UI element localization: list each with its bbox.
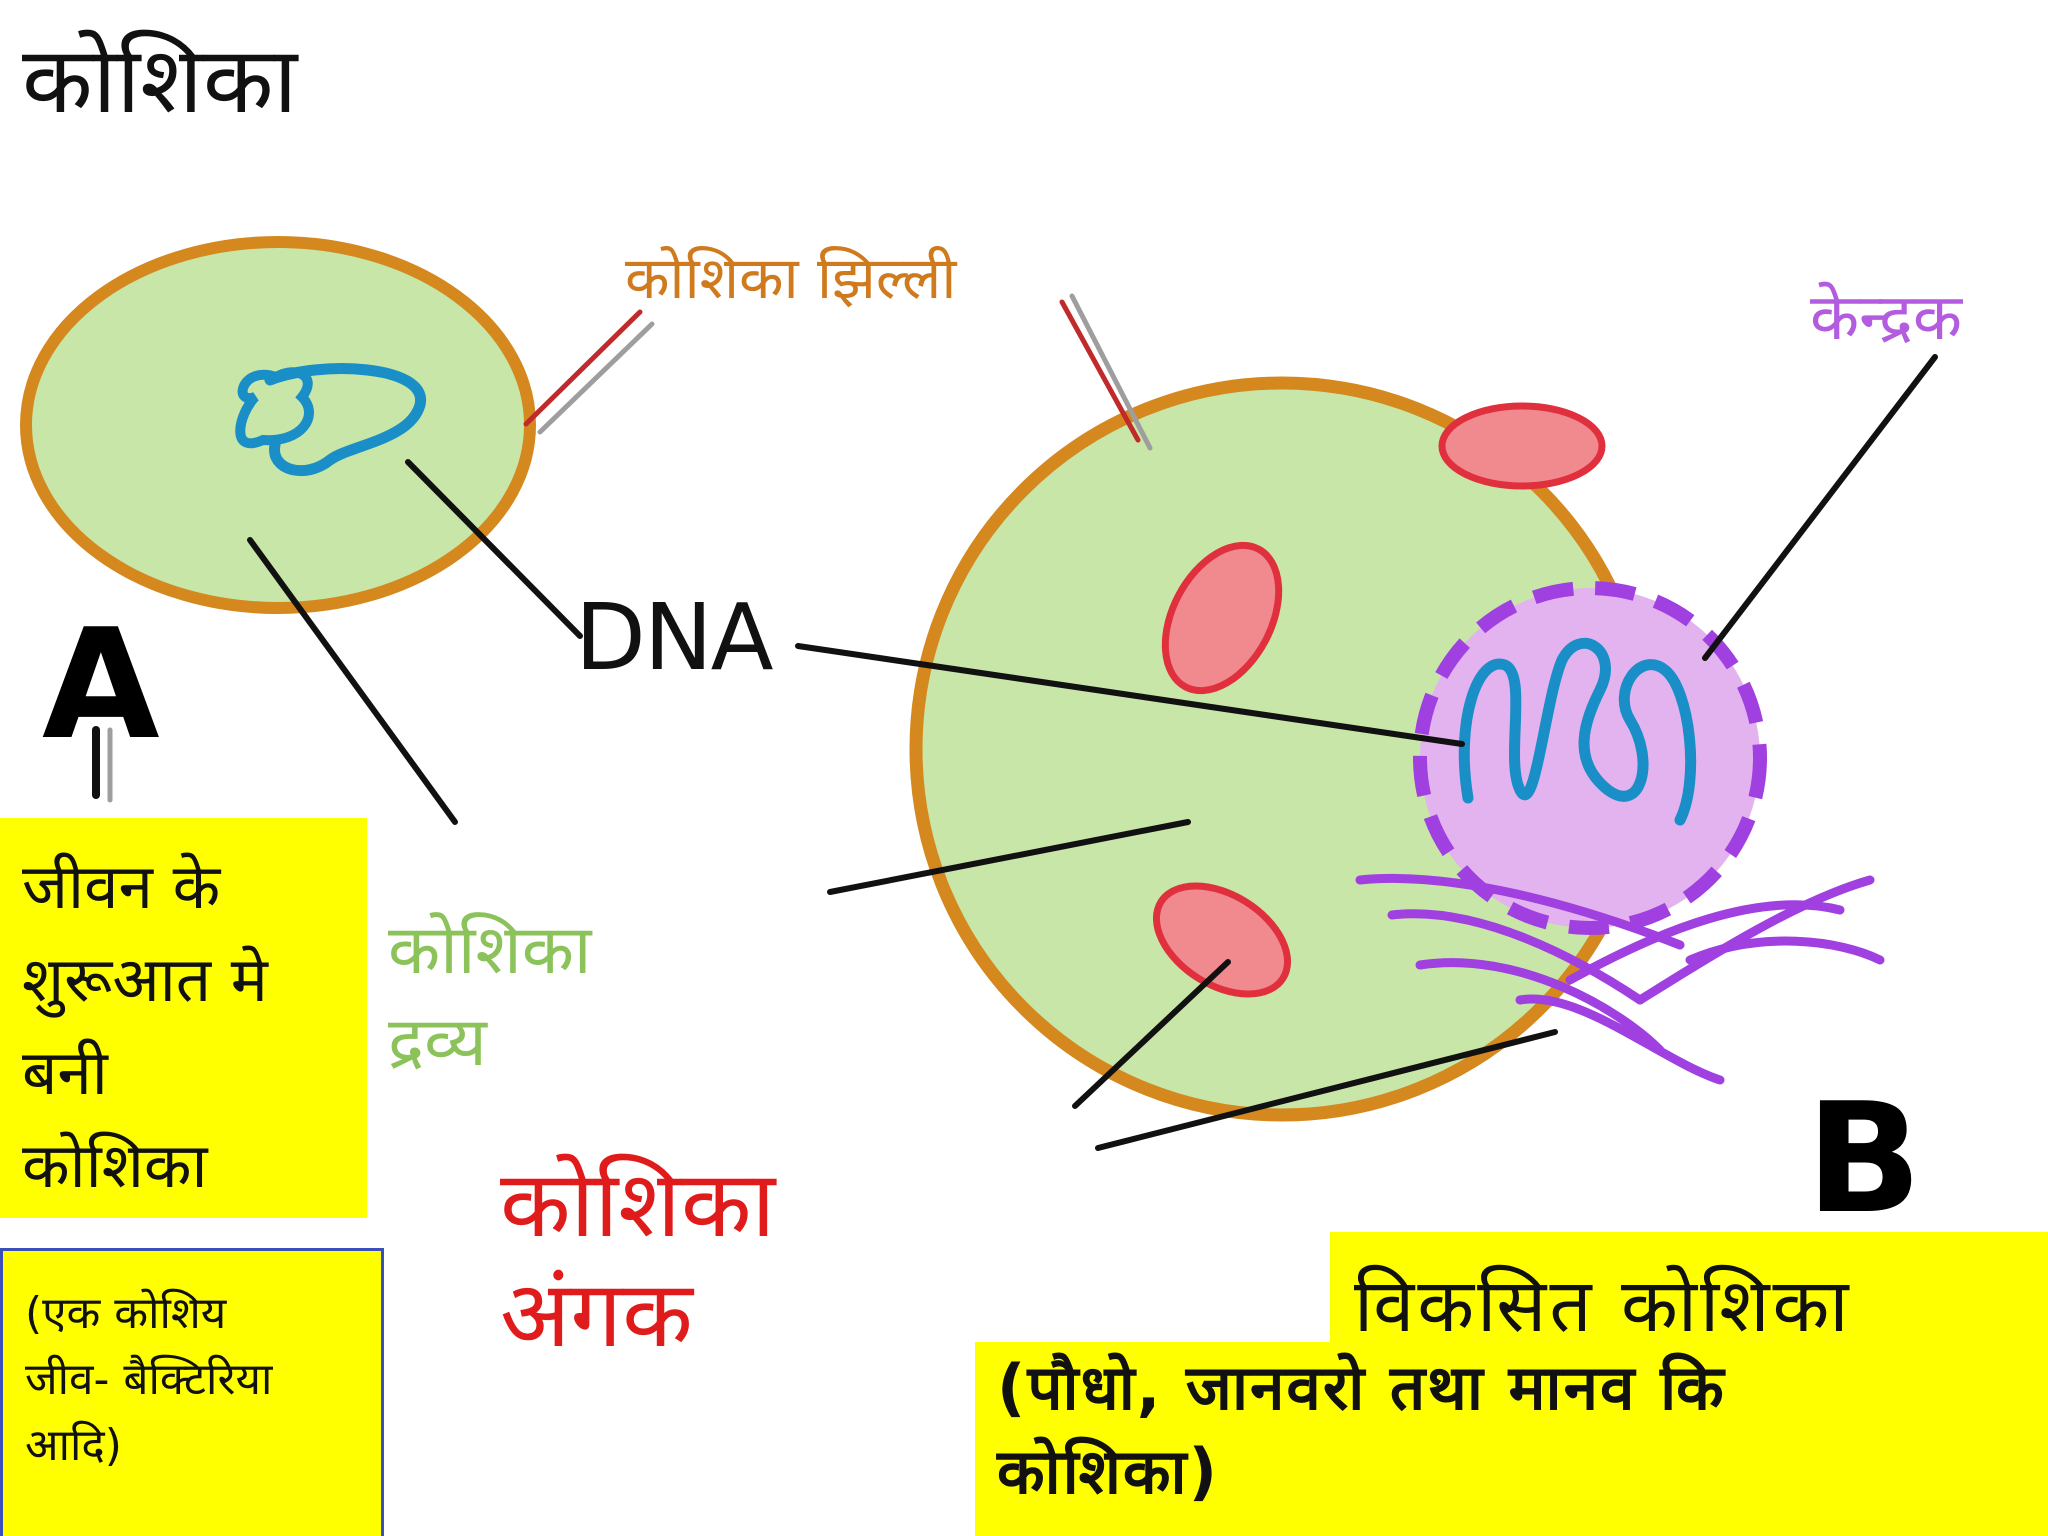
label-cell-membrane: कोशिका झिल्ली xyxy=(625,244,957,312)
label-organelles-line2: अंगक xyxy=(500,1261,693,1369)
cell-b-desc-line2: कोशिका) xyxy=(997,1434,1219,1508)
label-cytoplasm: कोशिका द्रव्य xyxy=(388,905,592,1089)
line-cyto-b xyxy=(827,819,1191,895)
cell-b-description-box: (पौधो, जानवरो तथा मानव कि कोशिका) xyxy=(975,1342,2048,1536)
label-lines xyxy=(92,354,1938,1151)
label-cell-a: A xyxy=(42,596,160,773)
nucleus-dna xyxy=(1458,637,1697,826)
line-cyto-a xyxy=(247,537,458,825)
line-dna-a xyxy=(405,459,583,639)
label-cell-b: B xyxy=(1806,1070,1922,1247)
cell-b-heading-box: विकसित कोशिका xyxy=(1330,1232,2048,1349)
organelle-2 xyxy=(1161,541,1283,695)
label-cytoplasm-line1: कोशिका xyxy=(388,911,592,990)
label-cytoplasm-line2: द्रव्य xyxy=(388,1002,487,1082)
cell-a-description-box: जीवन के शुरूआत मे बनी कोशिका xyxy=(0,818,367,1218)
cell-a xyxy=(20,236,536,614)
cell-a-desc-line1: जीवन के xyxy=(22,850,221,923)
label-nucleus: केन्द्रक xyxy=(1810,281,1963,355)
line-dna-b xyxy=(795,643,1465,747)
cell-a-dna-strand xyxy=(264,363,426,477)
cell-b-desc-line1: (पौधो, जानवरो तथा मानव कि xyxy=(997,1351,1726,1424)
membrane-pointers xyxy=(107,293,1153,803)
cell-a-note-line3: आदि) xyxy=(25,1420,122,1471)
organelle-3 xyxy=(1152,882,1292,998)
cell-a-desc-line2: शुरूआत मे xyxy=(22,943,268,1016)
label-organelles-line1: कोशिका xyxy=(500,1151,776,1258)
cell-a-note-line1: (एक कोशिय xyxy=(25,1288,227,1339)
cell-a-note-line2: जीव- बैक्टिरिया xyxy=(25,1354,273,1405)
line-nucleus xyxy=(1702,354,1938,661)
page-title: कोशिका xyxy=(22,27,298,134)
cell-a-note-box: (एक कोशिय जीव- बैक्टिरिया आदि) xyxy=(0,1248,384,1536)
cell-a-desc-line4: कोशिका xyxy=(22,1129,208,1202)
line-organelle-b1 xyxy=(1072,959,1231,1109)
organelle-1 xyxy=(1438,402,1606,490)
golgi-apparatus xyxy=(1355,873,1885,1085)
label-organelles: कोशिका अंगक xyxy=(500,1150,775,1371)
cell-a-desc-line3: बनी xyxy=(22,1036,108,1109)
line-organelle-b2 xyxy=(1095,1029,1558,1151)
label-dna: DNA xyxy=(575,584,774,691)
